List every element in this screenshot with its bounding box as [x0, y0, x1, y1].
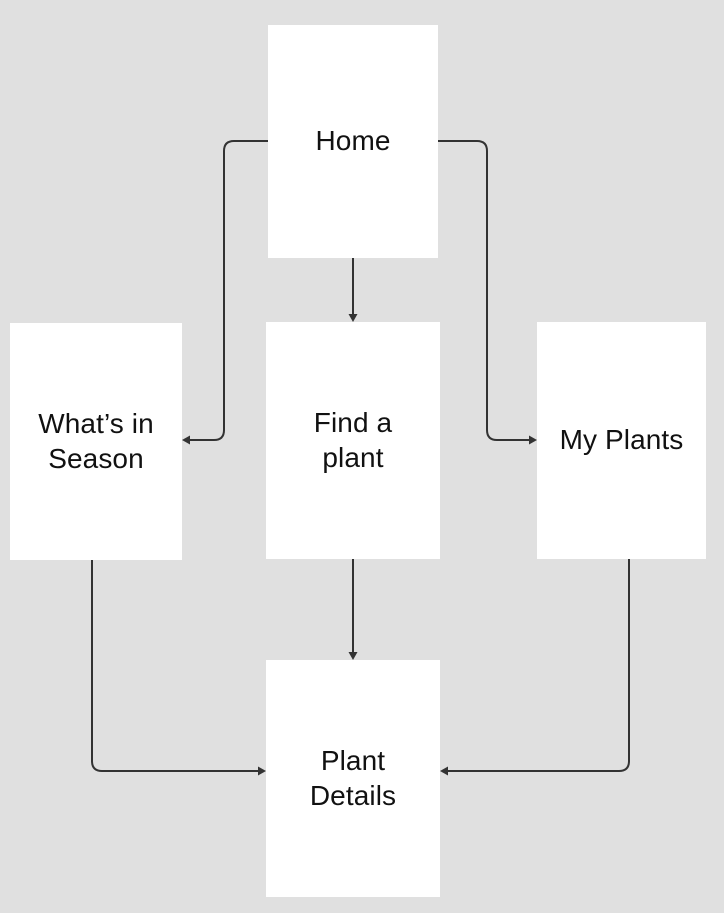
node-plant-details-label: Plant Details	[309, 745, 397, 811]
node-home[interactable]: Home	[268, 25, 438, 258]
node-my-plants-label: My Plants	[559, 424, 684, 456]
edge-home-to-whats-in-season	[190, 140, 268, 441]
edge-whats-in-season-to-plant-details	[91, 560, 258, 772]
arrowhead-home-to-find-a-plant	[348, 314, 358, 322]
arrowhead-home-to-my-plants	[529, 435, 537, 445]
edge-my-plants-to-plant-details	[448, 559, 630, 772]
node-whats-in-season[interactable]: What’s in Season	[10, 323, 182, 560]
arrowhead-my-plants-to-plant-details	[440, 766, 448, 776]
node-home-label: Home	[315, 125, 391, 157]
node-find-a-plant-label: Find a plant	[313, 407, 393, 473]
edge-home-to-my-plants	[438, 140, 529, 441]
node-find-a-plant[interactable]: Find a plant	[266, 322, 440, 559]
node-plant-details[interactable]: Plant Details	[266, 660, 440, 897]
arrowhead-find-a-plant-to-plant-details	[348, 652, 358, 660]
arrowhead-whats-in-season-to-plant-details	[258, 766, 266, 776]
node-whats-in-season-label: What’s in Season	[38, 408, 154, 474]
node-my-plants[interactable]: My Plants	[537, 322, 706, 559]
arrowhead-home-to-whats-in-season	[182, 435, 190, 445]
